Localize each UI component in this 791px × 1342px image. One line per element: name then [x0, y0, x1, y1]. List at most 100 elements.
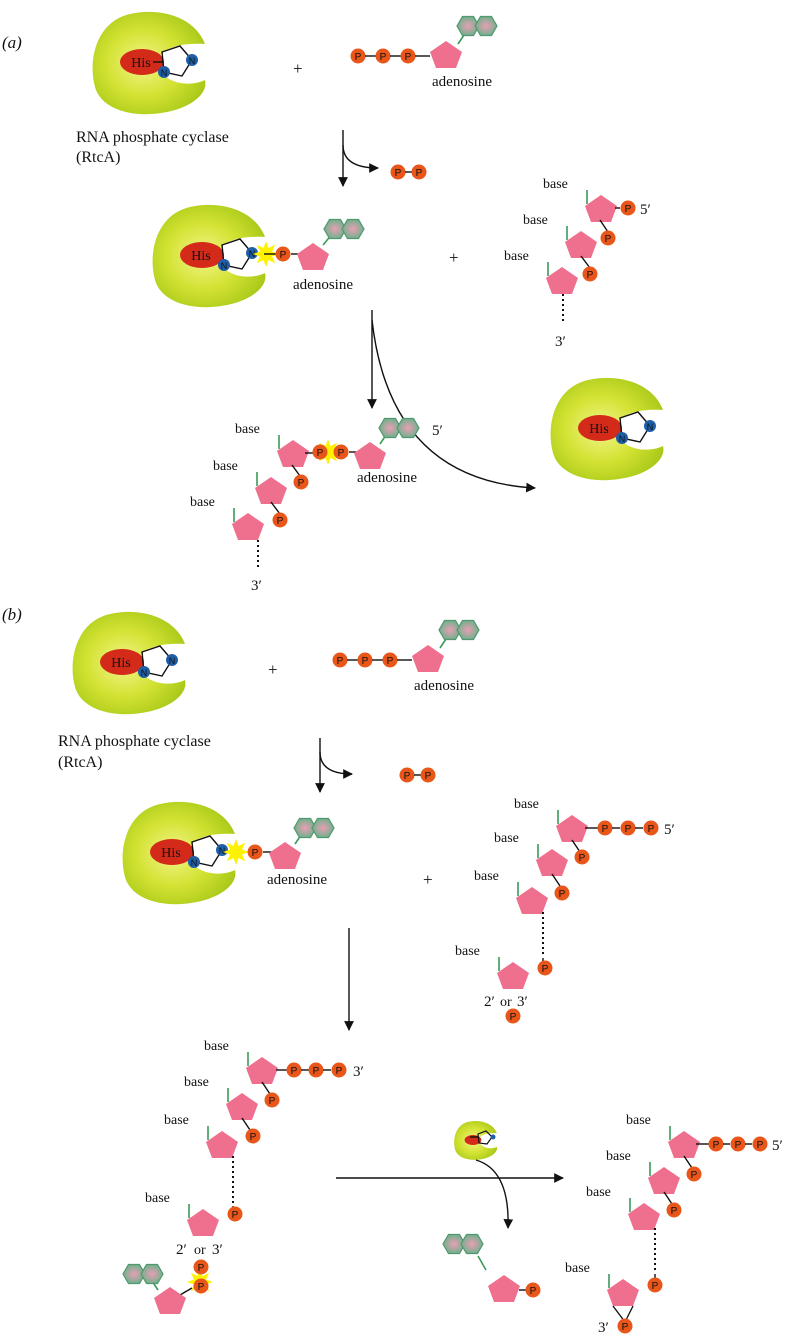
nitrogen-atom [644, 420, 656, 432]
phosphate-label: P [291, 1066, 298, 1077]
phosphate-circle [620, 200, 636, 216]
phosphate-label: P [622, 1322, 629, 1333]
phosphate-circle [647, 1277, 663, 1293]
phosphate-label: P [317, 448, 324, 459]
base-label: base [543, 177, 568, 192]
plus-sign: + [449, 248, 459, 267]
base-label: base [504, 249, 529, 264]
ribose-pentagon [430, 41, 462, 68]
bond-line [683, 1155, 693, 1169]
base-label: base [190, 495, 215, 510]
his-label: His [111, 656, 130, 671]
phosphate-label: P [198, 1282, 205, 1293]
phosphate-label: P [425, 771, 432, 782]
or-label: or [500, 995, 512, 1010]
ribose-pentagon [488, 1275, 520, 1302]
histidine-residue [150, 839, 194, 865]
bond-line [270, 501, 281, 515]
base-ring [140, 1263, 164, 1285]
nitrogen-atom [158, 66, 170, 78]
phosphate-circle [600, 230, 616, 246]
byproduct-arrow [475, 1159, 514, 1229]
nitrogen-label: N [169, 656, 176, 666]
phosphate-circle [312, 444, 328, 460]
ribose-pentagon [585, 195, 617, 222]
three-prime-label: 3′ [353, 1064, 364, 1080]
phosphate-circle [400, 48, 416, 64]
base-label: base [164, 1113, 189, 1128]
ribose-pentagon [536, 849, 568, 876]
phosphate-circle [752, 1136, 768, 1152]
plus-sign: + [268, 660, 278, 679]
phosphate-circle [308, 1062, 324, 1078]
ribose-pentagon [497, 962, 529, 989]
phosphate-label: P [338, 448, 345, 459]
three-prime-label: 3′ [517, 994, 528, 1010]
phosphate-label: P [355, 52, 362, 63]
phosphate-circle [293, 474, 309, 490]
adenosine-label: adenosine [432, 74, 492, 90]
bond-line [261, 1081, 271, 1095]
phosphate-circle [597, 820, 613, 836]
phosphate-label: P [559, 889, 566, 900]
product-arrow [371, 319, 536, 493]
phosphate-circle [617, 1318, 633, 1334]
nitrogen-atom [218, 259, 230, 271]
phosphate-label: P [252, 848, 259, 859]
phosphate-label: P [757, 1140, 764, 1151]
phosphate-label: P [277, 516, 284, 527]
ribose-pentagon [628, 1203, 660, 1230]
phosphate-label: P [735, 1140, 742, 1151]
nitrogen-label: N [647, 422, 654, 432]
phosphate-circle [382, 652, 398, 668]
five-prime-label: 5′ [664, 822, 675, 838]
phosphate-circle [420, 767, 436, 783]
plus-sign: + [293, 59, 303, 78]
base-label: base [474, 869, 499, 884]
phosphate-label: P [387, 656, 394, 667]
rtca-enzyme: His [122, 801, 236, 905]
phosphate-label: P [269, 1096, 276, 1107]
rtca-enzyme: His [72, 611, 186, 715]
mini-imidazole [477, 1130, 493, 1145]
adenosine-label: adenosine [414, 678, 474, 694]
rtca-enzyme: His [92, 11, 206, 115]
nitrogen-label: N [219, 846, 226, 856]
nitrogen-atom [616, 432, 628, 444]
nitrogen-atom [188, 856, 200, 868]
base-ring [311, 817, 335, 839]
byproduct-arrow [319, 751, 353, 779]
phosphate-label: P [395, 168, 402, 179]
plus-sign: + [423, 870, 433, 889]
enzyme-name-line1: RNA phosphate cyclase [58, 733, 211, 750]
nitrogen-atom [166, 654, 178, 666]
phosphate-circle [643, 820, 659, 836]
base-label: base [235, 422, 260, 437]
ribose-pentagon [187, 1209, 219, 1236]
phosphate-label: P [280, 250, 287, 261]
ribose-pentagon [232, 513, 264, 540]
ribose-pentagon [154, 1287, 186, 1314]
rtca-enzyme: His [550, 377, 664, 481]
base-label: base [494, 831, 519, 846]
bond-line [580, 255, 591, 269]
phosphate-label: P [587, 270, 594, 281]
phosphate-circle [350, 48, 366, 64]
nitrogen-label: N [221, 261, 228, 271]
base-ring [460, 1233, 484, 1255]
bond-line [241, 1117, 251, 1131]
phosphate-label: P [691, 1170, 698, 1181]
phosphate-circle [272, 512, 288, 528]
adenine-base-rings [438, 619, 480, 641]
histidine-residue [100, 649, 144, 675]
mini-nitrogen [490, 1134, 496, 1140]
bond-line [663, 1191, 673, 1205]
five-prime-label: 5′ [640, 202, 651, 218]
bond-line [571, 839, 581, 853]
base-label: base [565, 1261, 590, 1276]
enzyme-name-line1: RNA phosphate cyclase [76, 129, 229, 146]
base-ring [438, 619, 462, 641]
base-ring [323, 218, 347, 240]
base-ring [122, 1263, 146, 1285]
